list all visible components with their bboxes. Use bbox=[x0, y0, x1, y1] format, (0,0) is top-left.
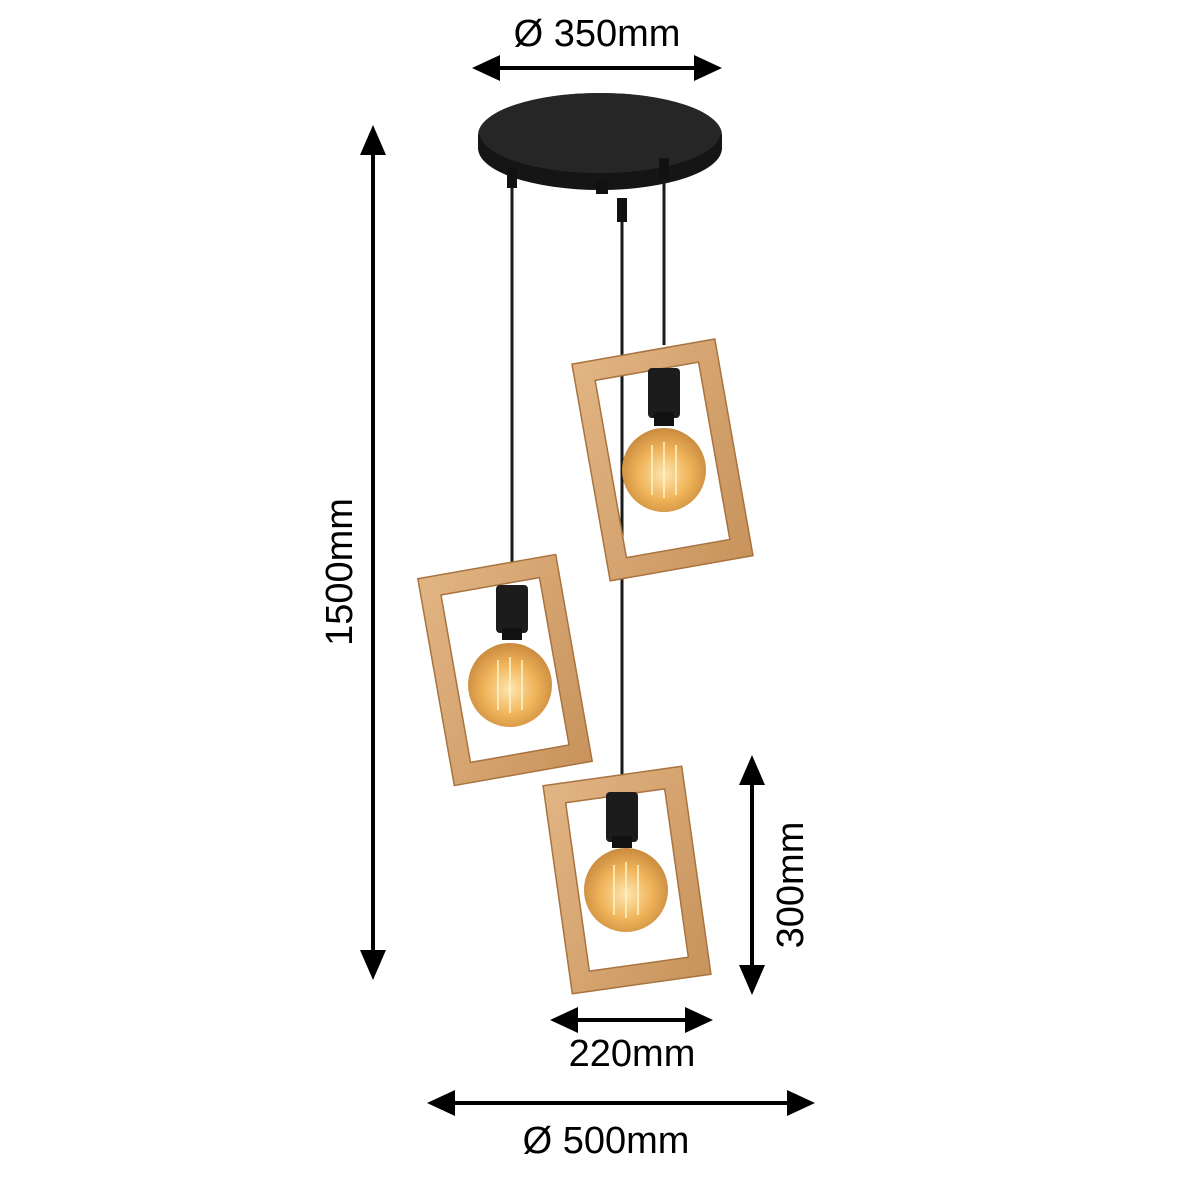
overall-height-label: 1500mm bbox=[319, 498, 361, 646]
wood-frame-left bbox=[416, 553, 594, 787]
lamp-socket-left bbox=[496, 585, 528, 640]
dimension-frame-width: 220mm bbox=[550, 1007, 713, 1075]
bulb-upper bbox=[622, 428, 706, 512]
lamp-socket-upper bbox=[648, 368, 680, 426]
dimension-frame-height: 300mm bbox=[739, 755, 812, 995]
frame-height-label: 300mm bbox=[770, 822, 812, 949]
bulb-lower bbox=[584, 848, 668, 932]
suspension-cables bbox=[510, 180, 666, 775]
dimension-canopy-diameter: Ø 350mm bbox=[472, 13, 722, 81]
dimension-overall-height: 1500mm bbox=[319, 125, 386, 980]
ceiling-canopy bbox=[478, 93, 722, 222]
frame-width-label: 220mm bbox=[569, 1033, 696, 1075]
canopy-diameter-label: Ø 350mm bbox=[514, 13, 681, 55]
lamp-socket-lower bbox=[606, 792, 638, 848]
overall-diameter-label: Ø 500mm bbox=[523, 1120, 690, 1162]
bulb-left bbox=[468, 643, 552, 727]
dimension-overall-diameter: Ø 500mm bbox=[427, 1090, 815, 1162]
